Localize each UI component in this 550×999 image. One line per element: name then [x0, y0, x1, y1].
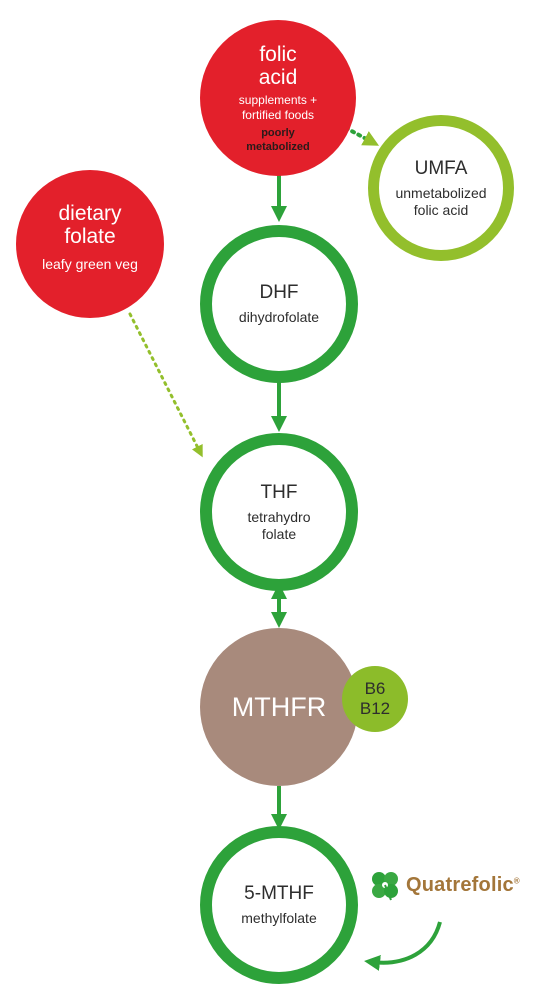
dietary-folate-node: dietary folate leafy green veg: [16, 170, 164, 318]
folic-acid-note-line2: metabolized: [246, 140, 310, 153]
arrow-dietary-to-thf: [128, 312, 203, 458]
dhf-sub: dihydrofolate: [238, 309, 320, 325]
umfa-node: UMFA unmetabolized folic acid: [368, 115, 514, 261]
dietary-folate-title-line1: dietary: [58, 202, 122, 225]
dietary-folate-sub: leafy green veg: [42, 256, 138, 272]
logo-word: Quatrefolic: [406, 873, 514, 896]
registered-mark: ®: [513, 875, 520, 885]
folic-acid-sub-line1: supplements +: [238, 92, 318, 107]
mthfr-title: MTHFR: [231, 692, 327, 722]
folic-acid-node: folic acid supplements + fortified foods…: [200, 20, 356, 176]
arrow-quatrefolic-to-5mthf: [364, 921, 442, 971]
dietary-folate-title-line2: folate: [64, 225, 116, 248]
cofactor-line1: B6: [364, 679, 386, 698]
dhf-title: DHF: [259, 282, 299, 303]
folic-acid-title-line2: acid: [258, 65, 298, 89]
cofactor-badge: B6 B12: [342, 666, 408, 732]
cofactor-line2: B12: [359, 699, 391, 718]
five-mthf-sub: methylfolate: [241, 910, 317, 926]
umfa-title: UMFA: [414, 157, 468, 179]
folic-acid-note-line1: poorly: [261, 126, 295, 139]
thf-sub-line1: tetrahydro: [247, 508, 311, 525]
thf-title: THF: [260, 481, 298, 503]
quatrefolic-logo: Quatrefolic®: [368, 868, 520, 902]
umfa-sub-line1: unmetabolized: [395, 184, 487, 201]
logo-text: Quatrefolic®: [406, 874, 520, 897]
mthfr-node: MTHFR: [200, 628, 358, 786]
four-leaf-clover-icon: [372, 872, 398, 901]
dhf-node: DHF dihydrofolate: [200, 225, 358, 383]
thf-sub-line2: folate: [261, 525, 297, 542]
five-mthf-title: 5-MTHF: [244, 883, 314, 904]
umfa-sub-line2: folic acid: [413, 201, 469, 218]
folic-acid-sub-line2: fortified foods: [241, 107, 315, 122]
arrow-folic-to-umfa: [344, 126, 380, 146]
folic-acid-title-line1: folic: [259, 42, 297, 66]
five-mthf-node: 5-MTHF methylfolate: [200, 826, 358, 984]
thf-node: THF tetrahydro folate: [200, 433, 358, 591]
